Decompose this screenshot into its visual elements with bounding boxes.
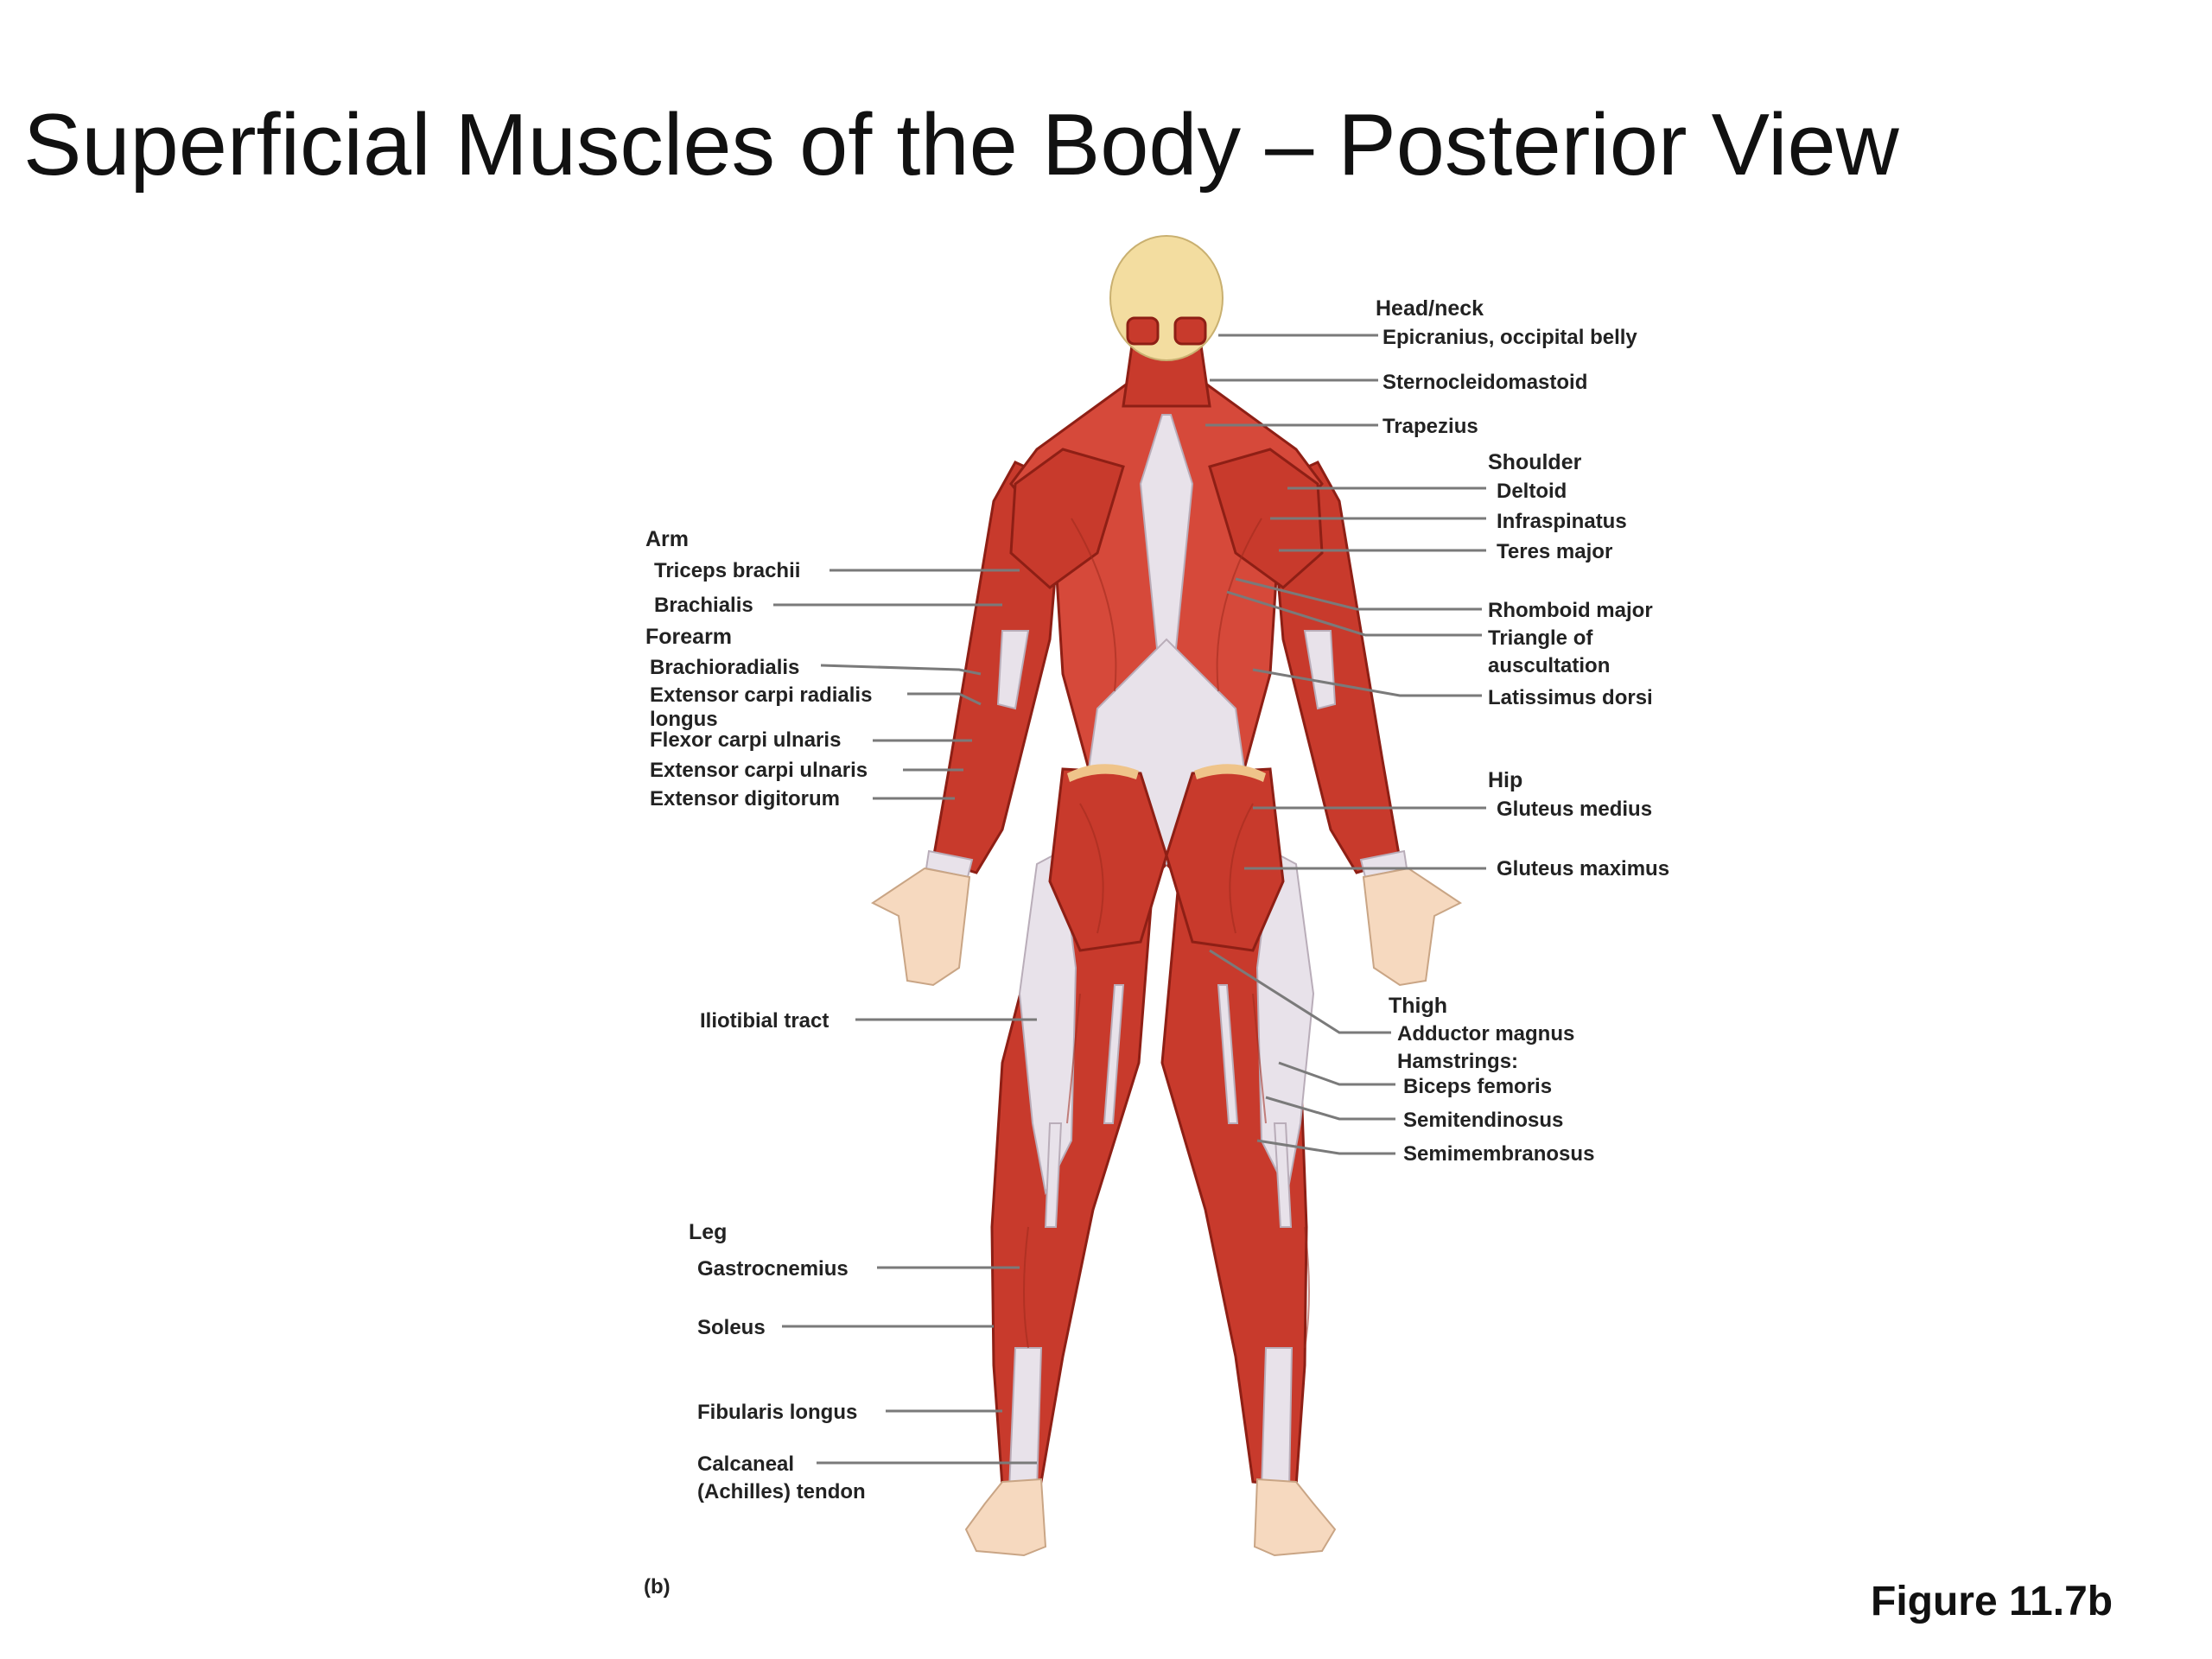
left-foot bbox=[964, 1478, 1047, 1557]
left-labels: Arm Triceps brachii Brachialis Forearm B… bbox=[644, 527, 872, 1599]
label-fibularis-longus: Fibularis longus bbox=[697, 1401, 857, 1424]
label-soleus: Soleus bbox=[697, 1316, 766, 1339]
label-adductor-magnus: Adductor magnus bbox=[1397, 1022, 1574, 1046]
figure-label: Figure 11.7b bbox=[1871, 1579, 2113, 1624]
left-deltoid bbox=[1009, 448, 1125, 589]
label-hip: Hip bbox=[1488, 768, 1522, 792]
head bbox=[1109, 235, 1224, 361]
left-calf-tendon bbox=[1007, 1347, 1043, 1491]
body-figure bbox=[871, 235, 1462, 1557]
label-calcaneal-2: (Achilles) tendon bbox=[697, 1480, 866, 1503]
label-hamstrings: Hamstrings: bbox=[1397, 1050, 1518, 1073]
label-teres-major: Teres major bbox=[1497, 540, 1612, 563]
label-infraspinatus: Infraspinatus bbox=[1497, 510, 1627, 533]
label-flexor-carpi-ulnaris: Flexor carpi ulnaris bbox=[650, 728, 841, 752]
page-title: Superficial Muscles of the Body – Poster… bbox=[23, 97, 1899, 194]
label-brachialis: Brachialis bbox=[654, 594, 753, 617]
label-trapezius: Trapezius bbox=[1382, 415, 1478, 438]
label-gluteus-medius: Gluteus medius bbox=[1497, 798, 1652, 821]
label-latissimus-dorsi: Latissimus dorsi bbox=[1488, 686, 1653, 709]
label-auscultation-2: auscultation bbox=[1488, 654, 1610, 677]
label-semitendinosus: Semitendinosus bbox=[1403, 1109, 1563, 1132]
label-auscultation-1: Triangle of bbox=[1488, 626, 1593, 650]
label-extensor-digitorum: Extensor digitorum bbox=[650, 787, 840, 810]
label-extensor-carpi-ulnaris: Extensor carpi ulnaris bbox=[650, 759, 868, 782]
label-sternocleidomastoid: Sternocleidomastoid bbox=[1382, 371, 1587, 394]
label-thigh: Thigh bbox=[1389, 994, 1447, 1018]
panel-label: (b) bbox=[644, 1575, 671, 1599]
label-semimembranosus: Semimembranosus bbox=[1403, 1142, 1594, 1166]
leader-lines bbox=[773, 334, 1486, 1465]
label-shoulder: Shoulder bbox=[1488, 450, 1582, 474]
label-forearm: Forearm bbox=[645, 625, 732, 649]
right-gluteus bbox=[1165, 767, 1285, 952]
right-labels: Head/neck Epicranius, occipital belly St… bbox=[1376, 296, 1669, 1166]
label-gastrocnemius: Gastrocnemius bbox=[697, 1257, 849, 1281]
label-arm: Arm bbox=[645, 527, 689, 551]
label-deltoid: Deltoid bbox=[1497, 480, 1567, 503]
right-occipital-belly bbox=[1173, 316, 1207, 346]
label-calcaneal-1: Calcaneal bbox=[697, 1452, 794, 1476]
label-iliotibial-tract: Iliotibial tract bbox=[700, 1009, 829, 1033]
label-ecrl-1: Extensor carpi radialis bbox=[650, 683, 872, 707]
label-biceps-femoris: Biceps femoris bbox=[1403, 1075, 1552, 1098]
right-hand bbox=[1362, 867, 1462, 987]
label-leg: Leg bbox=[689, 1220, 727, 1244]
left-gluteus bbox=[1048, 767, 1168, 952]
label-brachioradialis: Brachioradialis bbox=[650, 656, 799, 679]
label-epicranius: Epicranius, occipital belly bbox=[1382, 326, 1637, 349]
label-head-neck: Head/neck bbox=[1376, 296, 1484, 321]
left-iliotibial-band bbox=[1018, 849, 1077, 1196]
label-triceps-brachii: Triceps brachii bbox=[654, 559, 800, 582]
label-rhomboid-major: Rhomboid major bbox=[1488, 599, 1653, 622]
thoracolumbar-fascia bbox=[1087, 638, 1246, 867]
left-hand bbox=[871, 867, 971, 987]
right-calf-tendon bbox=[1260, 1347, 1294, 1491]
label-ecrl-2: longus bbox=[650, 708, 718, 731]
right-deltoid bbox=[1208, 448, 1324, 589]
left-occipital-belly bbox=[1126, 316, 1160, 346]
label-gluteus-maximus: Gluteus maximus bbox=[1497, 857, 1669, 880]
right-foot bbox=[1253, 1478, 1337, 1557]
